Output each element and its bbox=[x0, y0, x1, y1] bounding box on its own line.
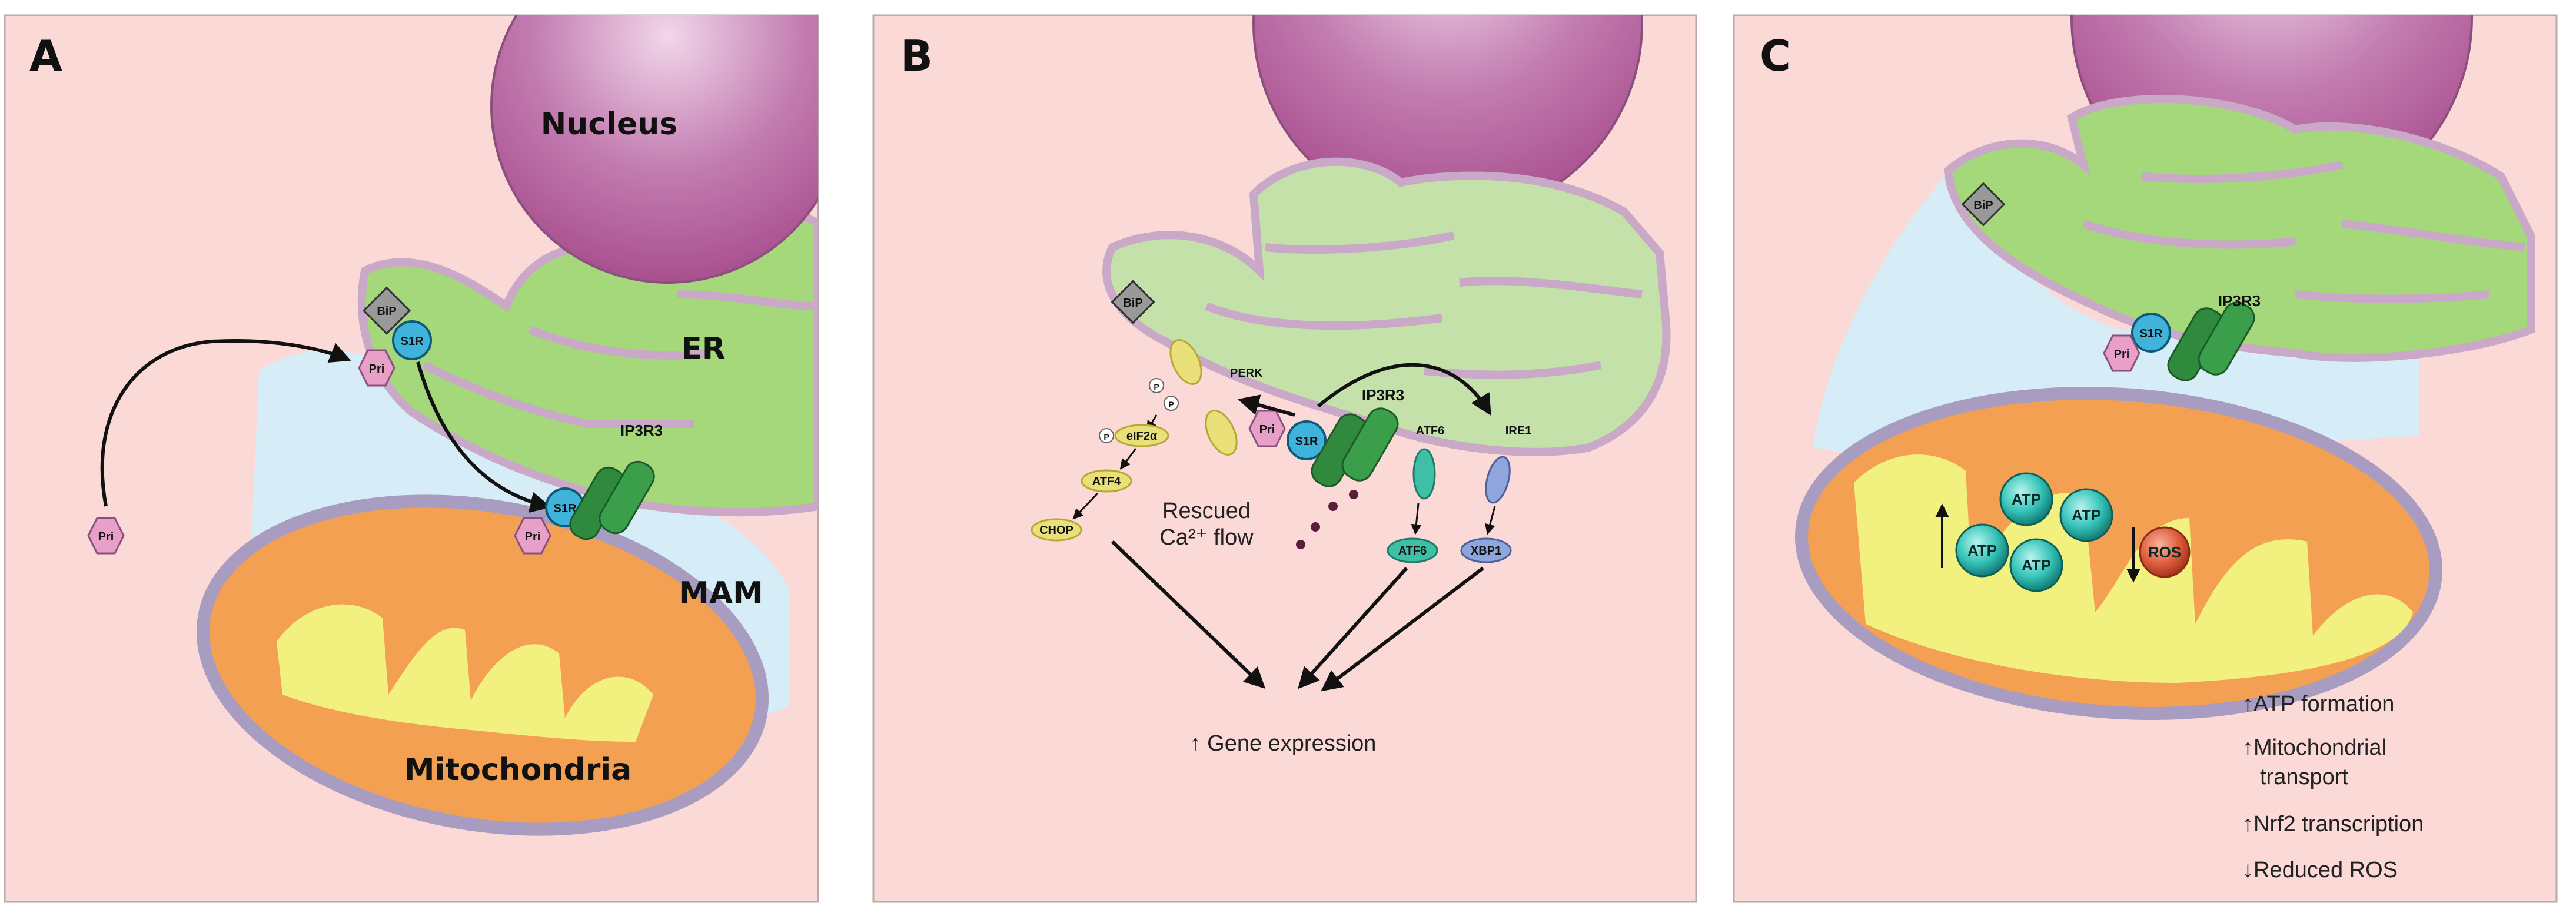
s1r-mam-label: S1R bbox=[554, 502, 577, 515]
ire1-splice-arrow bbox=[1485, 506, 1496, 535]
atp-molecule bbox=[1955, 523, 2009, 578]
s1r-top-circle bbox=[392, 320, 432, 360]
s1r-circle-b bbox=[1287, 420, 1327, 460]
perk-activation-arrow bbox=[1238, 394, 1295, 417]
atp-label: ATP bbox=[2012, 490, 2041, 508]
xbp1-oval bbox=[1460, 537, 1512, 563]
mitochondria-label: Mitochondria bbox=[404, 752, 632, 788]
phospho-3-label: P bbox=[1103, 432, 1109, 442]
phospho-1-label: P bbox=[1154, 382, 1159, 391]
phospho-2-label: P bbox=[1168, 400, 1174, 409]
atf6-cleaved-label: ATF6 bbox=[1398, 545, 1427, 557]
ros-label: ROS bbox=[2148, 543, 2181, 561]
s1r-circle-c bbox=[2131, 313, 2171, 353]
atp-molecule bbox=[2009, 538, 2063, 592]
panel-b: B BiP PERK P P P eIF2α ATF4 CHOP Pri S1R bbox=[872, 14, 1697, 903]
pri-free-hexagon bbox=[87, 517, 125, 555]
effect-reduced-ros: ↓Reduced ROS bbox=[2242, 858, 2398, 882]
ire1-activation-arrow bbox=[1317, 363, 1491, 416]
bip-label-c: BiP bbox=[1973, 199, 1993, 212]
ip3r3-label-c: IP3R3 bbox=[2218, 292, 2261, 310]
mitochondria-organelle-c bbox=[1794, 387, 2443, 720]
atf6-gene-arrow bbox=[1298, 566, 1408, 689]
atf6-cleaved-oval bbox=[1387, 537, 1438, 563]
ros-molecule bbox=[2139, 526, 2191, 578]
atf6-membrane-label: ATF6 bbox=[1416, 424, 1445, 437]
eif2a-to-atf4-arrow bbox=[1119, 448, 1137, 470]
panel-a: A Nucleus ER MAM Mitochondria Pri BiP S1… bbox=[4, 14, 819, 903]
effect-mito-transport-line1: ↑Mitochondrial bbox=[2242, 735, 2386, 760]
eif2a-oval bbox=[1114, 424, 1169, 447]
pri-mam-label: Pri bbox=[525, 530, 541, 543]
bip-diamond-b bbox=[1111, 280, 1155, 324]
er-label: ER bbox=[681, 331, 726, 367]
panel-b-letter: B bbox=[900, 31, 933, 81]
eif2a-label: eIF2α bbox=[1126, 430, 1158, 443]
ip3r3-channel bbox=[569, 460, 655, 540]
atf4-gene-arrow bbox=[1111, 540, 1266, 689]
panel-a-letter: A bbox=[29, 31, 62, 81]
s1r-label-b: S1R bbox=[1295, 435, 1318, 448]
bip-label-b: BiP bbox=[1123, 297, 1142, 310]
atp-molecule bbox=[1999, 472, 2053, 526]
mam-label: MAM bbox=[679, 576, 763, 611]
panel-c: C BiP S1R Pri IP3R3 ATP ATP ATP ATP ROS … bbox=[1733, 14, 2558, 903]
pri-mam-hexagon bbox=[514, 517, 551, 555]
atf4-oval bbox=[1081, 469, 1132, 493]
phospho-3 bbox=[1099, 428, 1114, 443]
nucleus-label: Nucleus bbox=[541, 107, 677, 142]
mam-region-c bbox=[1813, 165, 2419, 471]
atp-molecules: ATP ATP ATP ATP bbox=[1955, 472, 2113, 592]
ip3r3-channel-b bbox=[1311, 407, 1399, 487]
atf6-cleavage-arrow bbox=[1411, 503, 1422, 535]
nucleus-organelle bbox=[490, 15, 818, 284]
pri-top-hexagon bbox=[358, 349, 395, 387]
atp-label: ATP bbox=[2072, 506, 2101, 524]
bip-diamond-c bbox=[1961, 182, 2006, 227]
phospho-2 bbox=[1164, 396, 1179, 411]
chop-label: CHOP bbox=[1039, 524, 1073, 537]
atf6-membrane-oval bbox=[1412, 448, 1436, 500]
ire1-label: IRE1 bbox=[1505, 424, 1531, 437]
phospho-1 bbox=[1149, 378, 1164, 393]
s1r-label-c: S1R bbox=[2140, 327, 2163, 340]
er-organelle-c bbox=[1943, 94, 2535, 362]
effect-mito-transport-line2: transport bbox=[2260, 765, 2348, 789]
pri-binding-arrow bbox=[100, 339, 351, 507]
atp-label: ATP bbox=[1967, 542, 1997, 559]
pri-label-b: Pri bbox=[1259, 423, 1275, 436]
xbp1-gene-arrow bbox=[1321, 566, 1484, 692]
effect-atp-formation: ↑ATP formation bbox=[2242, 692, 2394, 716]
bip-diamond bbox=[362, 286, 411, 335]
perk-dimer bbox=[1169, 339, 1238, 456]
pri-hexagon-c bbox=[2103, 334, 2140, 372]
ire1-oval bbox=[1485, 456, 1511, 504]
chop-oval bbox=[1031, 518, 1082, 542]
xbp1-label: XBP1 bbox=[1471, 545, 1501, 557]
atp-label: ATP bbox=[2022, 556, 2051, 574]
ip3r3-label-b: IP3R3 bbox=[1362, 386, 1404, 404]
er-organelle bbox=[357, 205, 818, 516]
panel-c-letter: C bbox=[1760, 31, 1791, 81]
pri-label-c: Pri bbox=[2114, 348, 2130, 361]
s1r-translocation-arrow bbox=[416, 361, 552, 513]
ip3r3-channel-c bbox=[2167, 301, 2255, 381]
atf4-to-chop-arrow bbox=[1072, 492, 1099, 520]
effect-nrf2-transcription: ↑Nrf2 transcription bbox=[2242, 812, 2424, 837]
ip3r3-label: IP3R3 bbox=[620, 422, 663, 439]
mitochondria-organelle bbox=[196, 494, 769, 836]
pri-top-label: Pri bbox=[369, 363, 385, 376]
bip-label: BiP bbox=[377, 305, 396, 318]
atf4-label: ATF4 bbox=[1092, 475, 1121, 488]
gene-expression-label: ↑ Gene expression bbox=[1190, 731, 1377, 756]
rescued-ca-label-line1: Rescued bbox=[1162, 499, 1251, 523]
calcium-ions bbox=[1296, 490, 1358, 549]
s1r-top-label: S1R bbox=[401, 335, 424, 348]
atp-molecule bbox=[2059, 488, 2113, 542]
perk-label: PERK bbox=[1230, 367, 1263, 380]
pri-free-label: Pri bbox=[98, 530, 114, 543]
rescued-ca-label-line2: Ca²⁺ flow bbox=[1159, 525, 1254, 550]
